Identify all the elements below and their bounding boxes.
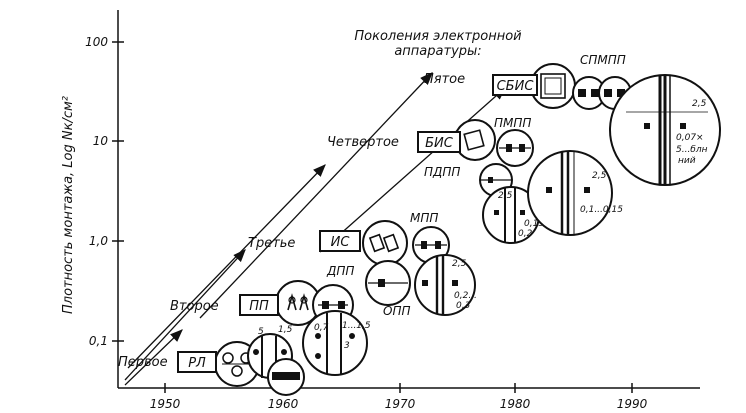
rl-component-icon bbox=[222, 352, 252, 377]
generation-arrows bbox=[124, 72, 506, 386]
arrow-fifth bbox=[319, 87, 506, 253]
box-bis bbox=[417, 131, 461, 153]
y-tick-label: 10 bbox=[93, 134, 109, 148]
circle-pp-dimensions bbox=[302, 310, 368, 376]
circle-bis-dimensions bbox=[527, 150, 613, 236]
title-line1: Поколения электронной bbox=[354, 29, 521, 44]
generation-label-fifth: Пятое bbox=[424, 72, 465, 87]
board-type-opp: ОПП bbox=[383, 304, 411, 318]
group-rl: 5 1,5 РЛ bbox=[177, 325, 305, 396]
y-axis-label: Плотность монтажа, Log Nк/см² bbox=[61, 96, 76, 314]
dim-label: 5...блн bbox=[676, 145, 708, 155]
title-line2: аппаратуры: bbox=[394, 44, 481, 59]
y-tick-label: 1,0 bbox=[89, 234, 108, 248]
is-component-icon bbox=[368, 233, 400, 253]
axes bbox=[112, 10, 700, 393]
group-is: ИС 2,5 0,2... 0,3 МПП bbox=[319, 211, 477, 316]
dim-label: 2,5 bbox=[498, 191, 513, 201]
box-is bbox=[319, 230, 361, 252]
dim-label: 0,07× bbox=[676, 133, 704, 143]
group-bis: БИС ПМПП ПДПП 2,5 0,15 0,2 2,5 0,1...0,1… bbox=[417, 116, 623, 244]
board-type-pdpp: ПДПП bbox=[424, 165, 460, 179]
pp-component-icon bbox=[287, 293, 309, 311]
x-tick-label: 1960 bbox=[268, 397, 299, 411]
group-sbis: СБИС СПМПП 2,5 0,07× 5...блн ний bbox=[492, 53, 721, 186]
x-tick-label: 1950 bbox=[150, 397, 181, 411]
dim-label: 0,15 bbox=[524, 219, 544, 229]
arrow-first bbox=[124, 329, 183, 386]
group-pp: ПП 0,7 1...1,5 3 ДПП ОПП bbox=[239, 264, 411, 376]
dim-label: 0,2... bbox=[454, 291, 477, 301]
generation-label-third: Третье bbox=[248, 236, 295, 251]
circle-is-dimensions bbox=[414, 254, 476, 316]
x-tick-label: 1970 bbox=[385, 397, 416, 411]
dim-label: 2,5 bbox=[452, 259, 467, 269]
dim-label: 2,5 bbox=[692, 99, 707, 109]
dim-label: 2,5 bbox=[592, 171, 607, 181]
dim-label: 0,7 bbox=[314, 323, 329, 333]
arrow-third bbox=[127, 164, 326, 369]
dim-label: 1,5 bbox=[278, 325, 293, 335]
x-tick-label: 1980 bbox=[500, 397, 531, 411]
box-pp bbox=[239, 294, 279, 316]
dim-label: 0,2 bbox=[518, 229, 533, 239]
board-type-dpp: ДПП bbox=[326, 264, 354, 278]
box-bis-label: БИС bbox=[425, 136, 454, 151]
board-type-pmpp: ПМПП bbox=[494, 116, 531, 130]
box-sbis-label: СБИС bbox=[497, 79, 535, 94]
arrow-second bbox=[124, 249, 246, 381]
dim-label: 1...1,5 bbox=[342, 321, 371, 331]
dim-label: 3 bbox=[344, 341, 350, 351]
generation-label-first: Первое bbox=[118, 355, 168, 370]
board-type-spmpp: СПМПП bbox=[580, 53, 626, 67]
arrow-fourth bbox=[199, 72, 433, 319]
dim-label: 0,1...0,15 bbox=[580, 205, 623, 215]
y-tick-label: 0,1 bbox=[89, 334, 108, 348]
dim-label: ний bbox=[678, 156, 696, 166]
board-type-mpp: МПП bbox=[410, 211, 438, 225]
dim-label: 0,3 bbox=[456, 301, 471, 311]
box-is-label: ИС bbox=[331, 235, 351, 250]
generation-label-second: Второе bbox=[170, 299, 219, 314]
box-pp-label: ПП bbox=[249, 299, 269, 314]
x-tick-label: 1990 bbox=[617, 397, 648, 411]
y-tick-label: 100 bbox=[85, 35, 108, 49]
box-sbis bbox=[492, 74, 538, 96]
dim-label: 5 bbox=[258, 327, 264, 337]
box-rl-label: РЛ bbox=[188, 356, 206, 371]
box-rl bbox=[177, 351, 217, 373]
generation-label-fourth: Четвертое bbox=[327, 135, 399, 150]
